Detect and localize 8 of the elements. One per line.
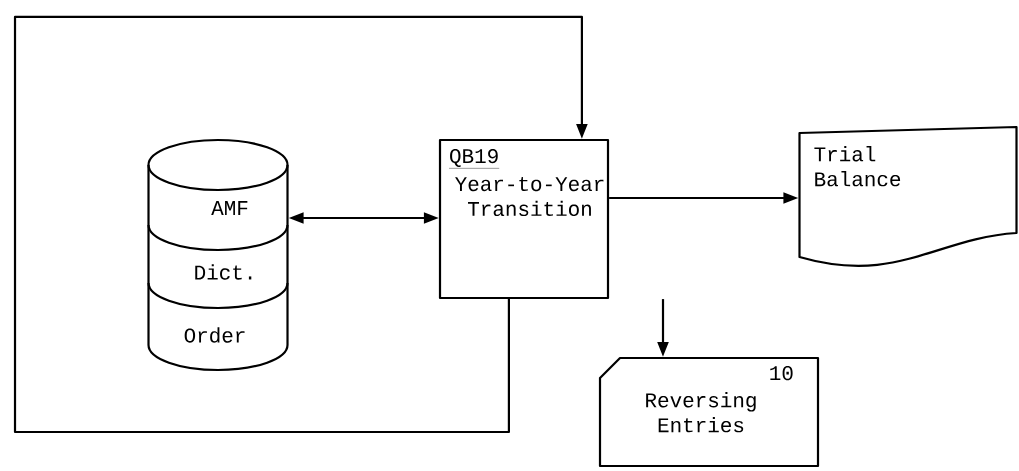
- program-id: QB19: [448, 149, 500, 169]
- card-number: 10: [770, 366, 793, 381]
- cylinder-label: Order: [184, 327, 245, 343]
- process-label: Year-to-Year Transition: [455, 177, 604, 217]
- card-label: Reversing Entries: [646, 392, 756, 433]
- arrow: [13, 15, 588, 434]
- cylinder-label: AMF: [211, 201, 248, 215]
- cylinder-label: Dict.: [195, 264, 252, 280]
